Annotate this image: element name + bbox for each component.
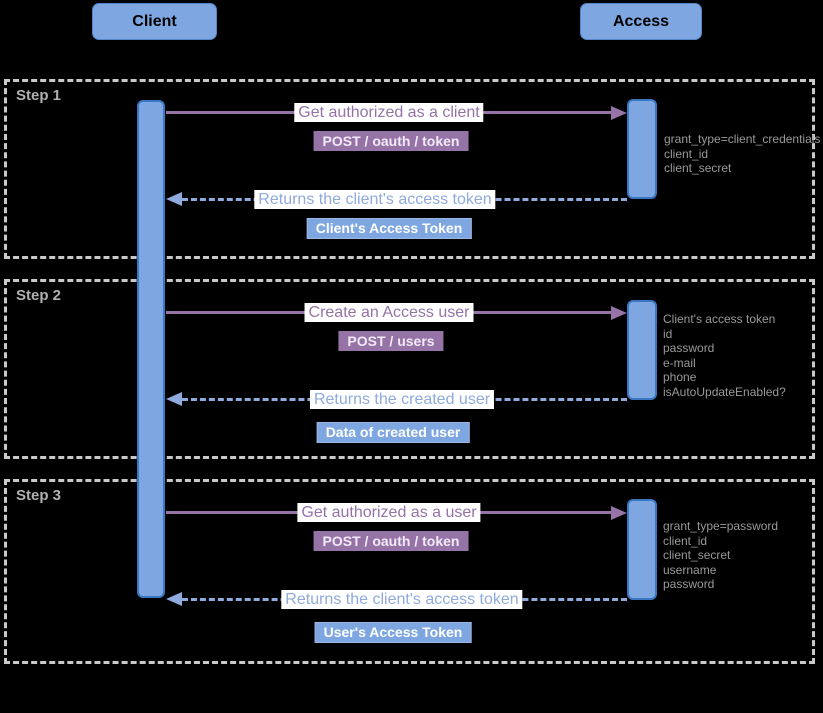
- step-1-request-message: Get authorized as a client: [294, 103, 484, 122]
- step-1-label: Step 1: [16, 87, 62, 104]
- step-1-request-arrowhead-icon: [611, 106, 627, 120]
- param-line: e-mail: [663, 355, 696, 370]
- step-1-frame: Step 1: [4, 79, 815, 259]
- actor-box-access: Access: [580, 3, 702, 40]
- param-line: client_id: [663, 533, 708, 548]
- step-3-response-message: Returns the client's access token: [281, 590, 523, 609]
- param-line: phone: [663, 370, 697, 384]
- param-line: client_secret: [663, 548, 731, 562]
- step-1-endpoint-badge: POST / oauth / token: [313, 131, 469, 151]
- step-3-endpoint-badge: POST / oauth / token: [313, 531, 469, 551]
- step-1-request-params: grant_type=client_credentials client_id …: [664, 132, 820, 176]
- step-2-token-badge: Data of created user: [316, 422, 470, 443]
- access-activation-bar-step3: [627, 499, 657, 600]
- param-line: Client's access token: [663, 312, 776, 326]
- param-line: client_id: [664, 146, 709, 161]
- param-line: password: [663, 577, 715, 591]
- step-3-token-badge: User's Access Token: [314, 622, 472, 643]
- step-2-frame: Step 2: [4, 279, 815, 459]
- param-line: id: [663, 326, 673, 341]
- step-1-response-arrowhead-icon: [166, 192, 182, 206]
- access-activation-bar-step1: [627, 99, 657, 199]
- step-2-response-arrowhead-icon: [166, 392, 182, 406]
- step-3-frame: Step 3: [4, 479, 815, 664]
- step-2-endpoint-badge: POST / users: [338, 331, 444, 351]
- step-3-label: Step 3: [16, 487, 62, 504]
- actor-label-client: Client: [132, 12, 177, 30]
- actor-box-client: Client: [92, 3, 217, 40]
- step-1-token-badge: Client's Access Token: [306, 218, 472, 239]
- step-2-request-message: Create an Access user: [304, 303, 474, 322]
- param-line: grant_type=password: [663, 519, 779, 533]
- param-line: password: [663, 341, 715, 355]
- param-line: grant_type=client_credentials: [664, 132, 821, 146]
- step-3-response-arrowhead-icon: [166, 592, 182, 606]
- step-1-response-message: Returns the client's access token: [254, 190, 496, 209]
- step-3-request-message: Get authorized as a user: [297, 503, 481, 522]
- step-2-request-arrowhead-icon: [611, 306, 627, 320]
- step-2-request-params: Client's access token id password e-mail…: [663, 312, 786, 399]
- client-activation-bar: [137, 100, 165, 598]
- param-line: client_secret: [664, 161, 732, 175]
- step-3-request-params: grant_type=password client_id client_sec…: [663, 519, 778, 592]
- actor-label-access: Access: [612, 12, 670, 30]
- step-3-request-arrowhead-icon: [611, 506, 627, 520]
- access-activation-bar-step2: [627, 300, 657, 400]
- param-line: username: [663, 562, 717, 577]
- step-2-label: Step 2: [16, 287, 62, 304]
- step-2-response-message: Returns the created user: [309, 390, 495, 409]
- param-line: isAutoUpdateEnabled?: [663, 384, 786, 399]
